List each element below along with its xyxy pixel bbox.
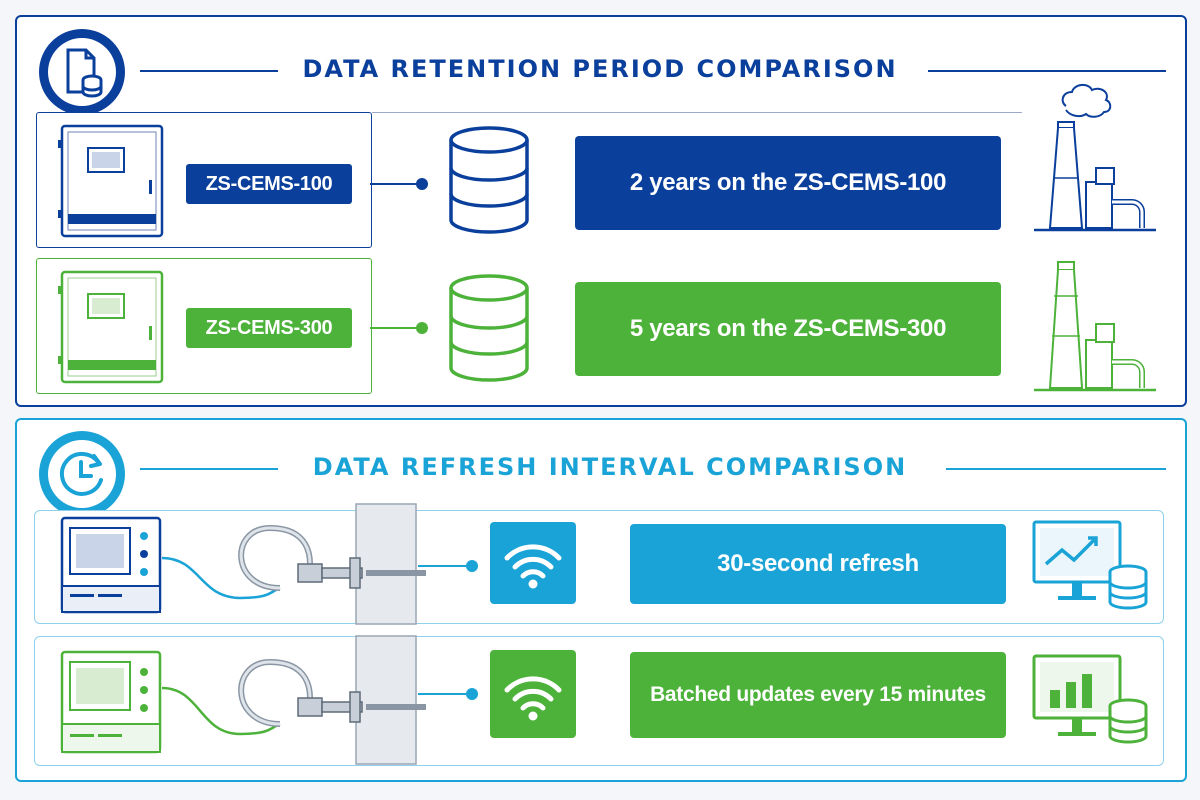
wifi-icon	[504, 544, 562, 589]
rack-analyzer-icon	[60, 650, 162, 754]
retention-row-2-model-label: ZS-CEMS-300	[186, 308, 352, 348]
retention-title-line-right	[928, 70, 1166, 72]
factory-smokestack-icon	[1034, 261, 1156, 392]
retention-row-1-connector	[370, 178, 428, 190]
refresh-row-1-connector	[418, 560, 478, 572]
cabinet-analyzer-icon	[58, 270, 164, 384]
stack-probe-icon	[161, 503, 426, 625]
retention-row-1-model-label: ZS-CEMS-100	[186, 164, 352, 204]
retention-divider	[372, 112, 1022, 113]
retention-title-line-left	[140, 70, 278, 72]
refresh-title-line-left	[140, 468, 278, 470]
retention-row-2-text-box: 5 years on the ZS-CEMS-300	[575, 282, 1001, 376]
wifi-icon	[490, 650, 576, 738]
factory-smokestack-icon	[1034, 84, 1156, 232]
stack-probe-icon	[161, 635, 426, 765]
monitor-bar-chart-icon	[1032, 654, 1148, 744]
refresh-row-2-text-box: Batched updates every 15 minutes	[630, 652, 1006, 738]
rack-analyzer-icon	[60, 516, 162, 614]
monitor-line-chart-icon	[1032, 520, 1148, 610]
refresh-title-line-right	[946, 468, 1166, 470]
refresh-row-2-connector	[418, 688, 478, 700]
refresh-title: DATA REFRESH INTERVAL COMPARISON	[312, 453, 908, 481]
retention-title: DATA RETENTION PERIOD COMPARISON	[302, 55, 898, 83]
database-icon	[449, 274, 529, 382]
retention-row-2-connector	[370, 322, 428, 334]
document-database-icon	[39, 29, 125, 115]
clock-refresh-icon	[39, 431, 125, 517]
retention-row-1-text-box: 2 years on the ZS-CEMS-100	[575, 136, 1001, 230]
refresh-row-1-text-box: 30-second refresh	[630, 524, 1006, 604]
wifi-icon	[490, 522, 576, 604]
cabinet-analyzer-icon	[58, 124, 164, 238]
wifi-icon	[504, 676, 562, 721]
database-icon	[449, 126, 529, 234]
